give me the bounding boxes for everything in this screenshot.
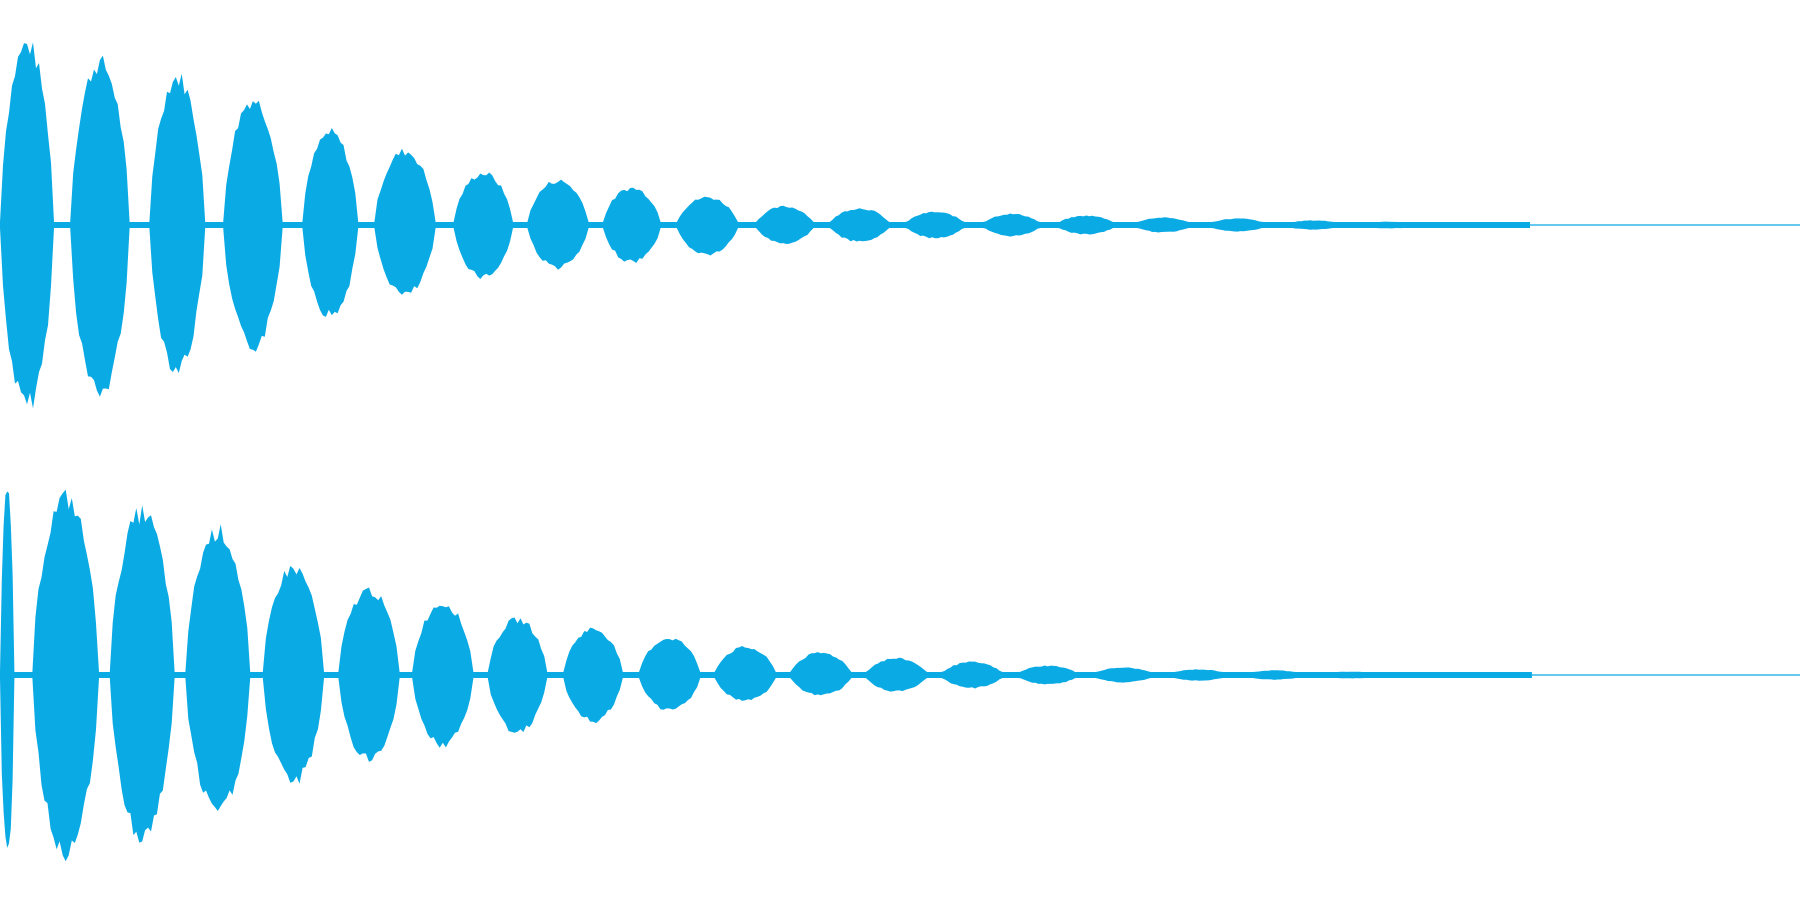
channel-2-burst-12 [790, 652, 852, 696]
channel-2-burst-18 [1243, 670, 1305, 680]
channel-2-burst-6 [338, 587, 400, 762]
channel-1-burst-19 [1359, 221, 1419, 229]
channel-1-burst-5 [302, 128, 359, 317]
channel-1-burst-2 [70, 55, 130, 397]
channel-1-burst-8 [527, 179, 589, 270]
channel-1-burst-18 [1283, 220, 1343, 230]
channel-1-burst-4 [223, 100, 283, 352]
channel-2-burst-20 [1395, 672, 1457, 678]
channel-2-burst-3 [109, 505, 175, 843]
channel-2-burst-21 [1470, 672, 1532, 678]
channel-1-burst-7 [453, 172, 513, 279]
channel-2-track[interactable] [0, 489, 1800, 862]
channel-1-burst-6 [374, 148, 436, 295]
channel-1-burst-14 [982, 213, 1041, 237]
channel-2-burst-8 [487, 617, 548, 733]
channel-1-burst-15 [1056, 215, 1116, 235]
channel-2-burst-11 [714, 646, 776, 701]
channel-1-burst-20 [1434, 222, 1494, 228]
channel-1-burst-13 [905, 211, 965, 239]
channel-2-burst-16 [1092, 667, 1154, 683]
channel-2-burst-13 [865, 657, 927, 692]
channel-2-burst-10 [639, 638, 701, 710]
channel-1-burst-10 [676, 196, 738, 256]
channel-2-burst-1 [0, 491, 15, 848]
channel-1-burst-11 [756, 205, 814, 244]
channel-1-burst-9 [603, 187, 661, 263]
channel-2-burst-9 [563, 627, 623, 724]
channel-2-burst-19 [1319, 671, 1381, 679]
channel-1-burst-1 [0, 42, 54, 409]
channel-2-burst-7 [412, 605, 474, 748]
channel-1-burst-16 [1134, 217, 1192, 233]
channel-1-burst-3 [149, 73, 206, 374]
channel-1-burst-21 [1512, 222, 1530, 228]
channel-2-burst-5 [262, 565, 324, 784]
channel-2-burst-4 [185, 524, 251, 811]
channel-2-burst-17 [1168, 669, 1230, 681]
channel-1-track[interactable] [0, 42, 1800, 409]
channel-2-burst-15 [1017, 665, 1079, 685]
channel-1-burst-17 [1207, 218, 1268, 232]
channel-1-burst-12 [829, 208, 890, 242]
channel-2-burst-14 [941, 661, 1003, 689]
channel-2-burst-2 [32, 489, 99, 862]
